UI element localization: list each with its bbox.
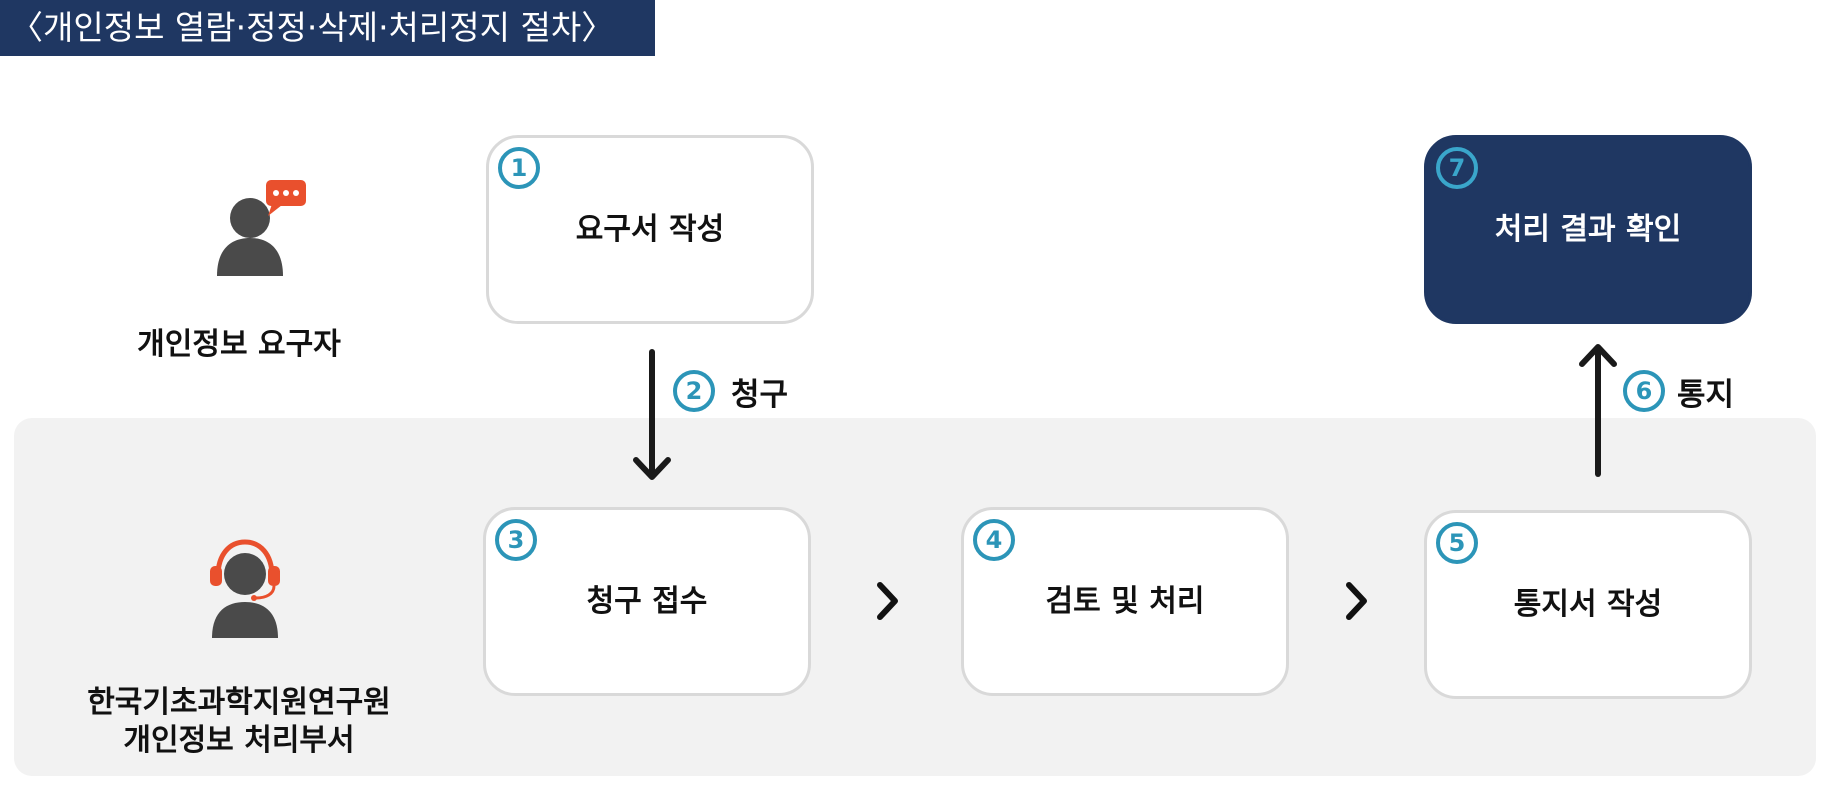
step-request-form: 1 요구서 작성 <box>486 135 814 324</box>
speech-bubble-person-icon <box>217 180 306 276</box>
step-label: 요구서 작성 <box>575 211 725 247</box>
step-review-process: 4 검토 및 처리 <box>961 507 1289 696</box>
step-check-result: 7 처리 결과 확인 <box>1424 135 1752 324</box>
headset-person-icon <box>210 539 280 638</box>
page-title: 〈개인정보 열람·정정·삭제·처리정지 절차〉 <box>0 0 655 56</box>
arrow-up-notify <box>1579 344 1617 477</box>
arrow-down-request <box>633 349 671 480</box>
step-label: 통지서 작성 <box>1513 586 1663 622</box>
edge-number-badge: 6 <box>1623 370 1665 412</box>
step-label: 처리 결과 확인 <box>1494 211 1682 247</box>
step-number-badge: 4 <box>973 519 1015 561</box>
edge-label-notify: 통지 <box>1677 377 1735 413</box>
edge-number-badge: 2 <box>673 370 715 412</box>
step-label: 검토 및 처리 <box>1045 583 1205 619</box>
step-label: 청구 접수 <box>586 583 708 619</box>
step-receive-request: 3 청구 접수 <box>483 507 811 696</box>
step-number-badge: 3 <box>495 519 537 561</box>
requester-label: 개인정보 요구자 <box>137 327 341 362</box>
step-number-badge: 7 <box>1436 147 1478 189</box>
step-write-notice: 5 통지서 작성 <box>1424 510 1752 699</box>
chevron-right-icon <box>877 582 898 620</box>
step-number-badge: 1 <box>498 147 540 189</box>
chevron-right-icon <box>1346 582 1367 620</box>
edge-label-request: 청구 <box>731 377 789 413</box>
department-label: 한국기초과학지원연구원 개인정보 처리부서 <box>87 685 391 758</box>
step-number-badge: 5 <box>1436 522 1478 564</box>
